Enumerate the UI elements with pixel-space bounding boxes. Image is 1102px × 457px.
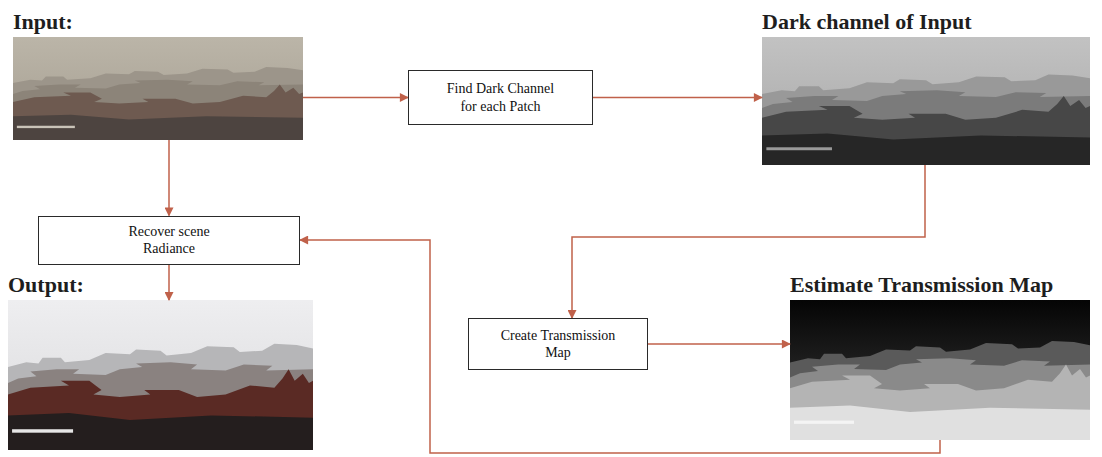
flow-arrow (648, 343, 790, 345)
box-text-column: Find Dark Channel for each Patch (440, 80, 562, 115)
image-heading-holder: Estimate Transmission Map (790, 272, 1090, 297)
clear-sky (8, 300, 313, 450)
scene-copy (8, 344, 313, 450)
image-heading: Output: (8, 272, 84, 297)
image-panel: Output: (8, 300, 313, 450)
flow-arrow (168, 140, 170, 216)
box-text-column: Recover scene Radiance (114, 223, 224, 258)
grey-sky (762, 37, 1090, 165)
scene-copy (762, 74, 1090, 165)
scene-copy (13, 67, 303, 140)
dark-channel-image (762, 37, 1090, 165)
image-heading-holder: Output: (8, 272, 313, 297)
output-image (8, 300, 313, 450)
flow-arrow (303, 97, 408, 99)
hazy-sky (13, 37, 303, 140)
image-panel: Input: (13, 37, 303, 140)
image-heading: Estimate Transmission Map (790, 272, 1053, 297)
process-box: Find Dark Channel for each Patch (408, 70, 593, 125)
box-label: Create Transmission Map (492, 327, 624, 362)
image-heading-holder: Dark channel of Input (762, 9, 1090, 34)
image-heading-holder: Input: (13, 9, 303, 34)
box-text-column: Create Transmission Map (492, 327, 624, 362)
box-label: Find Dark Channel for each Patch (440, 80, 562, 115)
process-box: Create Transmission Map (468, 318, 648, 370)
black-sky (790, 300, 1090, 440)
image-panel: Dark channel of Input (762, 37, 1090, 165)
box-label: Recover scene Radiance (114, 223, 224, 258)
flow-arrow (593, 97, 762, 99)
transmission-image (790, 300, 1090, 440)
flow-arrow (168, 265, 170, 301)
image-panel: Estimate Transmission Map (790, 300, 1090, 440)
process-box: Recover scene Radiance (38, 216, 300, 265)
input-image (13, 37, 303, 140)
image-heading: Input: (13, 9, 73, 34)
image-heading: Dark channel of Input (762, 9, 972, 34)
scene-copy (790, 341, 1090, 440)
